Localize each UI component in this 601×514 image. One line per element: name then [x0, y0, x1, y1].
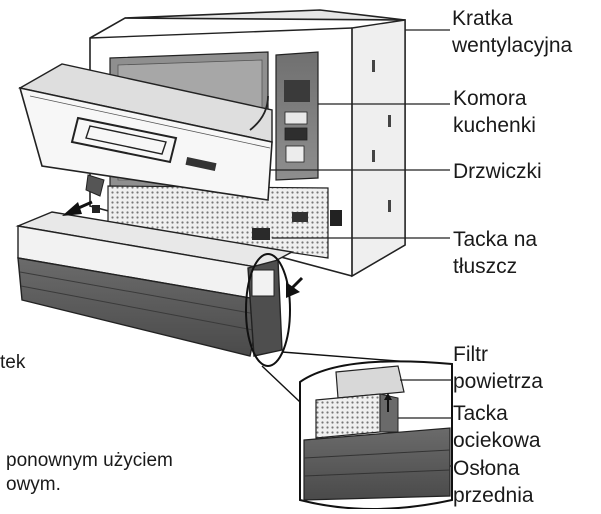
grease-tray-handle	[252, 228, 270, 240]
leader-lines	[270, 29, 452, 467]
body-text-fragment-2: ponownym użyciem	[6, 450, 173, 471]
detail-inset	[299, 360, 453, 510]
body-text-fragment-3: owym.	[6, 474, 61, 495]
body-text-fragment-1: tek	[0, 352, 26, 373]
ventilation-slits	[372, 60, 391, 212]
front-cover-detail	[303, 427, 451, 501]
door	[18, 63, 273, 201]
label-front-cover: Osłona przednia	[453, 457, 534, 507]
label-ventilation-grille: Kratka wentylacyjna	[452, 7, 573, 57]
door-handle	[70, 116, 178, 164]
label-oven-cavity: Komora kuchenki	[453, 87, 536, 137]
label-door: Drzwiczki	[453, 160, 542, 183]
label-grease-tray: Tacka na tłuszcz	[453, 228, 538, 278]
brand-plate	[185, 156, 217, 172]
detail-magnifier	[245, 253, 411, 403]
front-cover-assembly	[15, 211, 295, 357]
air-filter	[335, 365, 405, 399]
label-air-filter: Filtr powietrza	[453, 343, 543, 393]
label-drip-tray: Tacka ociekowa	[453, 402, 541, 452]
control-panel	[275, 51, 319, 181]
drip-tray-mesh	[315, 393, 381, 439]
